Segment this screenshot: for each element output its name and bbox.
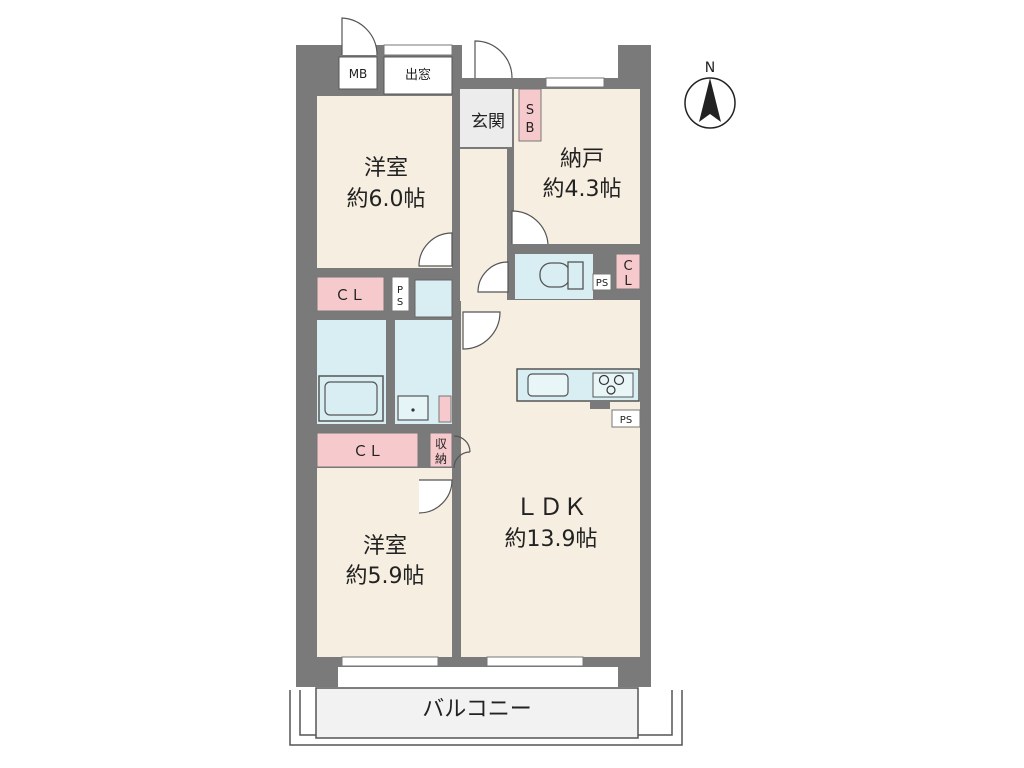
shoe-box-label-1: S xyxy=(526,103,534,118)
storage-cabinet-label-1: 収 xyxy=(435,437,447,451)
closet-upper xyxy=(316,276,385,312)
compass-icon xyxy=(684,77,736,129)
closet-storage-label-1: C xyxy=(623,259,632,274)
pipe-space-toilet-label: PS xyxy=(596,278,608,289)
shoe-box xyxy=(518,88,542,142)
kitchen-counter xyxy=(516,368,640,409)
pipe-space-bath xyxy=(391,276,410,312)
bay-window-label: 出窓 xyxy=(405,67,431,83)
pipe-space-bath-label-2: S xyxy=(397,297,403,308)
windows xyxy=(341,44,605,667)
stove-burner-icon xyxy=(606,385,616,395)
pipe-space-kitchen xyxy=(611,409,641,428)
storage-cabinet-label-2: 納 xyxy=(435,452,447,466)
bathtub xyxy=(318,375,384,422)
closet-lower xyxy=(316,432,419,468)
western-room-2-size: 約5.9帖 xyxy=(346,564,425,589)
pipe-space-bath-label-1: P xyxy=(397,285,403,296)
meter-box-label: MB xyxy=(349,67,368,81)
closet-storage-room xyxy=(615,253,641,290)
western-room-1-floor xyxy=(317,96,452,268)
stove-burner-icon xyxy=(598,374,610,386)
shoe-box-label-2: B xyxy=(526,121,535,136)
storage-room-name: 納戸 xyxy=(560,147,604,172)
closet-storage-label-2: L xyxy=(624,274,632,289)
ldk-size: 約13.9帖 xyxy=(505,527,598,552)
storage-room-size: 約4.3帖 xyxy=(543,177,622,202)
western-room-2-name: 洋室 xyxy=(363,534,407,559)
compass-north-label: N xyxy=(705,60,715,76)
balcony-label: バルコニー xyxy=(422,697,532,722)
balcony xyxy=(289,687,683,746)
pipe-space-kitchen-label: PS xyxy=(620,415,632,426)
ldk-floor xyxy=(461,300,640,657)
stove-burner-icon xyxy=(613,374,625,386)
ldk-name: ＬＤＫ xyxy=(515,493,587,521)
entrance-label: 玄関 xyxy=(471,112,505,132)
storage-cabinet xyxy=(429,432,453,468)
meter-box xyxy=(338,56,378,90)
pipe-space-toilet xyxy=(592,273,612,291)
western-room-1-size: 約6.0帖 xyxy=(347,187,426,212)
doors xyxy=(341,17,549,514)
bay-window xyxy=(383,56,453,95)
western-room-1-name: 洋室 xyxy=(364,156,408,181)
laundry-pan xyxy=(414,279,453,318)
closet-upper-label: ＣＬ xyxy=(335,286,365,304)
laundry-closet xyxy=(438,395,452,423)
closet-lower-label: ＣＬ xyxy=(353,442,383,460)
wash-basin xyxy=(397,395,429,421)
entrance-floor xyxy=(460,89,512,147)
toilet-icon xyxy=(539,261,584,290)
